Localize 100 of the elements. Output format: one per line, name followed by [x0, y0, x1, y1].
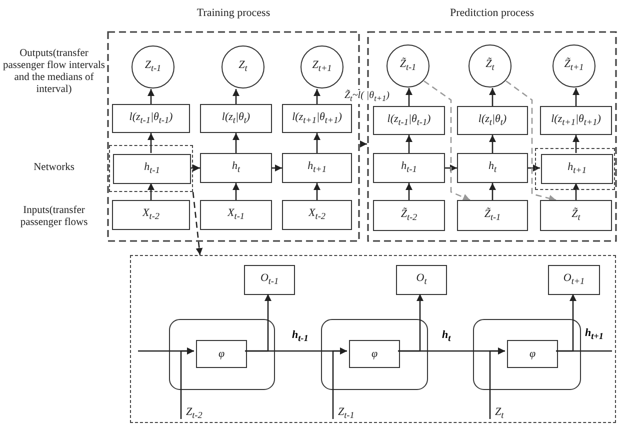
output-box [396, 265, 447, 295]
input-box [282, 200, 352, 230]
math-label: O$_{t+1}$ [563, 273, 585, 287]
arrow [360, 140, 367, 148]
likelihood-box [200, 104, 272, 133]
activation-box [196, 340, 247, 368]
arrow [406, 88, 412, 106]
dashed-highlight-box [109, 145, 193, 192]
math-label: l(z$_{t}$|θ$_{t}$) [478, 114, 507, 128]
output-circle [386, 44, 430, 88]
variable-label: Z̃$_{t}$ [486, 59, 494, 73]
math-label: X$_{t-1}$ [228, 208, 244, 222]
math-label: X$_{t-2}$ [308, 208, 326, 222]
arrow [572, 135, 580, 153]
output-circle [131, 45, 175, 89]
edge-label: h$_{t+1}$ [585, 327, 604, 342]
row-label: Inputs(transfer passenger flows [19, 205, 89, 230]
arrow [148, 133, 154, 153]
variable-label: Z$_{t}$ [495, 406, 504, 418]
math-label: φ [371, 348, 378, 360]
math-label: l(z$_{t}$|θ$_{t}$) [222, 112, 250, 126]
output-circle [552, 44, 596, 88]
row-label: Outputs(transfer passenger flow intervals and the medians of interval) [2, 48, 106, 96]
dashed-arrow [506, 80, 556, 202]
row-label: Networks [32, 162, 76, 174]
arrow [528, 164, 540, 172]
math-label: l(z$_{t-1}$|θ$_{t-1}$) [129, 112, 173, 126]
hidden-state-box [200, 153, 272, 183]
edge-label: h$_{t-1}$ [292, 329, 308, 344]
variable-label: Z̃$_{t-1}$ [400, 59, 416, 73]
arrow [232, 133, 240, 153]
math-label: Z̃$_{t-1}$ [484, 208, 501, 222]
arrow [314, 133, 320, 153]
output-box [548, 265, 600, 295]
arrow [232, 89, 240, 104]
math-label: l(z$_{t+1}$|θ$_{t+1}$) [551, 114, 601, 128]
arrow [489, 135, 496, 153]
math-label: X$_{t-2}$ [142, 208, 160, 222]
variable-label: Z$_{t+1}$ [312, 60, 332, 74]
math-label: Z̃$_{t}$ [572, 208, 580, 222]
variable-label: Z̃$_{t+1}$ [564, 59, 584, 73]
math-label: h$_{t-1}$ [144, 162, 160, 176]
arrow [314, 183, 320, 200]
arrow [272, 164, 282, 172]
likelihood-box [457, 106, 528, 135]
math-label: h$_{t+1}$ [568, 162, 586, 176]
arrow [489, 348, 505, 419]
connector-line [556, 350, 612, 352]
math-label: l(z$_{t-1}$|θ$_{t-1}$) [387, 114, 431, 128]
math-label: Z̃$_{t-2}$ [400, 208, 418, 222]
output-circle [221, 45, 265, 89]
arrow [572, 88, 580, 106]
dashed-highlight-box [535, 148, 615, 190]
math-label: h$_{t}$ [232, 161, 240, 175]
variable-label: Z$_{t-2}$ [186, 406, 202, 418]
math-label: O$_{t-1}$ [260, 273, 279, 287]
arrow [406, 183, 412, 200]
dashed-detail-box [130, 255, 616, 423]
edge-label: h$_{t}$ [442, 329, 451, 344]
hidden-state-box [457, 153, 528, 183]
rnn-cell [321, 319, 428, 390]
variable-label: Z$_{t-1}$ [338, 406, 354, 418]
arrow [190, 164, 200, 172]
likelihood-box [540, 106, 612, 135]
activation-box [349, 340, 400, 368]
variable-label: Z$_{t}$ [238, 60, 248, 74]
math-label: h$_{t}$ [488, 161, 497, 175]
arrow [445, 164, 457, 172]
group-heading: Preditction process [448, 7, 535, 19]
math-label: φ [529, 348, 536, 360]
hidden-state-box [282, 153, 352, 183]
output-circle [300, 45, 344, 89]
arrow [572, 183, 580, 200]
arrow [148, 183, 154, 200]
input-box [457, 200, 528, 231]
arrow [148, 89, 154, 104]
likelihood-box [282, 104, 352, 133]
arrow [332, 348, 347, 419]
input-box [112, 200, 190, 230]
math-label: l(z$_{t+1}$|θ$_{t+1}$) [292, 112, 342, 126]
output-box [244, 265, 295, 295]
input-box [540, 200, 612, 231]
math-label: O$_{t}$ [416, 273, 427, 287]
rnn-cell [473, 319, 581, 390]
arrow [406, 135, 412, 153]
group-heading: Training process [196, 7, 272, 19]
hidden-state-box [373, 153, 445, 183]
math-label: h$_{t+1}$ [308, 161, 326, 175]
arrow [489, 88, 496, 106]
input-box [200, 200, 272, 230]
rnn-cell [169, 319, 275, 390]
dashed-group-box [367, 5, 617, 242]
hidden-state-box [113, 154, 191, 184]
hidden-state-box [541, 154, 613, 184]
variable-label: Z$_{t-1}$ [144, 60, 162, 74]
activation-box [507, 340, 558, 368]
output-circle [468, 44, 512, 88]
math-label: φ [218, 348, 225, 360]
likelihood-box [112, 104, 190, 133]
arrow [180, 348, 194, 419]
